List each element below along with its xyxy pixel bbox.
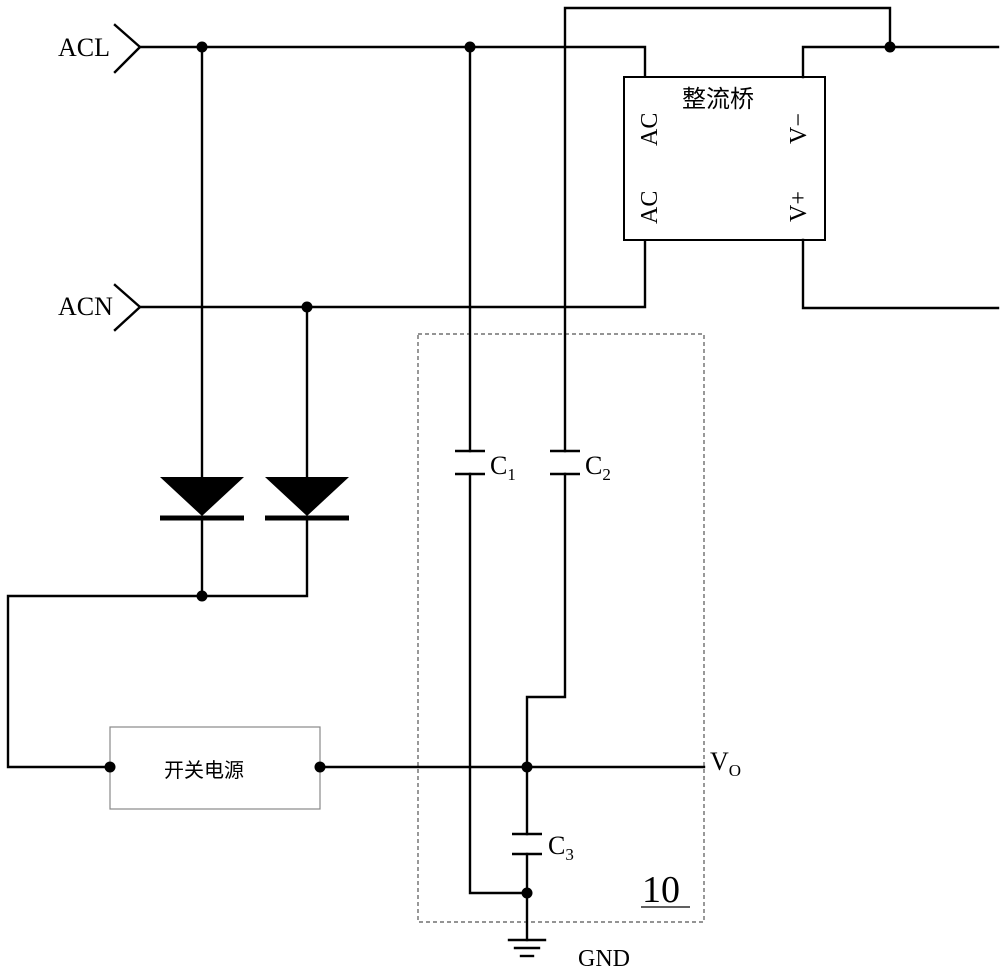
diode2-cathode-wire — [6, 516, 309, 769]
junction-vo-node — [521, 761, 533, 773]
acl-label: ACL — [58, 33, 110, 62]
c3-label: C3 — [548, 831, 574, 864]
module-10-boundary — [417, 333, 705, 923]
vplus-output-line — [801, 238, 1000, 310]
rectifier-pin-ac-top: AC — [637, 113, 663, 146]
c1-label: C1 — [490, 451, 516, 484]
rectifier-pin-ac-bottom: AC — [637, 191, 663, 224]
acl-line — [138, 45, 647, 79]
vo-label: VO — [710, 747, 741, 780]
capacitor-c2 — [550, 449, 580, 476]
junction-acl-c1 — [464, 41, 476, 53]
c2-label: C2 — [585, 451, 611, 484]
acn-label: ACN — [58, 292, 113, 321]
junction-diode-cathodes — [196, 590, 208, 602]
junction-acn-diode — [301, 301, 313, 313]
switching-supply-label: 开关电源 — [164, 758, 244, 782]
junction-ground-node — [521, 887, 533, 899]
rectifier-pin-vplus: V+ — [786, 191, 812, 222]
acn-line — [138, 238, 647, 309]
c2-bottom-wire — [525, 472, 567, 769]
ground-symbol — [507, 938, 547, 958]
capacitor-c3 — [512, 832, 542, 856]
diode-1 — [160, 477, 244, 521]
c2-top-wire — [563, 6, 892, 453]
gnd-label: GND — [578, 946, 630, 972]
junction-acl-diode — [196, 41, 208, 53]
acn-terminal-symbol — [113, 283, 142, 332]
c1-bottom-wire — [468, 472, 529, 895]
capacitor-c1 — [455, 449, 485, 476]
module-10-label: 10 — [642, 869, 680, 911]
junction-supply-input — [104, 761, 116, 773]
diode-2 — [265, 477, 349, 521]
vminus-output-line — [801, 45, 1000, 79]
rectifier-bridge — [623, 76, 826, 241]
rectifier-pin-vminus: V− — [786, 113, 812, 144]
junction-supply-output — [314, 761, 326, 773]
junction-dots — [104, 41, 896, 899]
rectifier-title: 整流桥 — [682, 85, 754, 113]
junction-vminus-c2 — [884, 41, 896, 53]
acl-terminal-symbol — [113, 23, 142, 74]
